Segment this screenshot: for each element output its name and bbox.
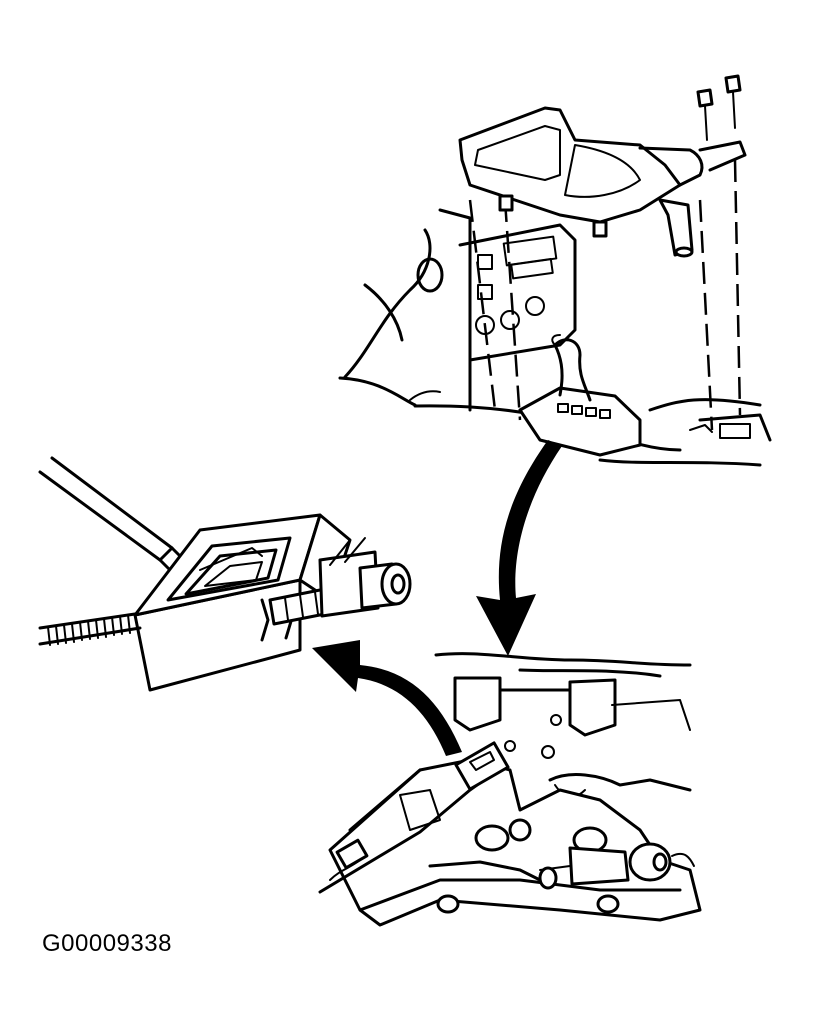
cable-clip-small xyxy=(454,740,516,791)
screw-icon xyxy=(696,88,714,141)
shift-cable-icon xyxy=(38,612,142,646)
curved-arrow-left-icon xyxy=(312,640,462,756)
shifter-base-view xyxy=(318,652,702,927)
screw-icon xyxy=(724,74,742,129)
cable-clip-detail xyxy=(38,456,412,692)
dashboard-console-view xyxy=(338,74,772,467)
screwdriver-icon xyxy=(38,456,192,580)
figure-id-label: G00009338 xyxy=(42,930,172,957)
curved-arrow-down-icon xyxy=(476,440,562,656)
